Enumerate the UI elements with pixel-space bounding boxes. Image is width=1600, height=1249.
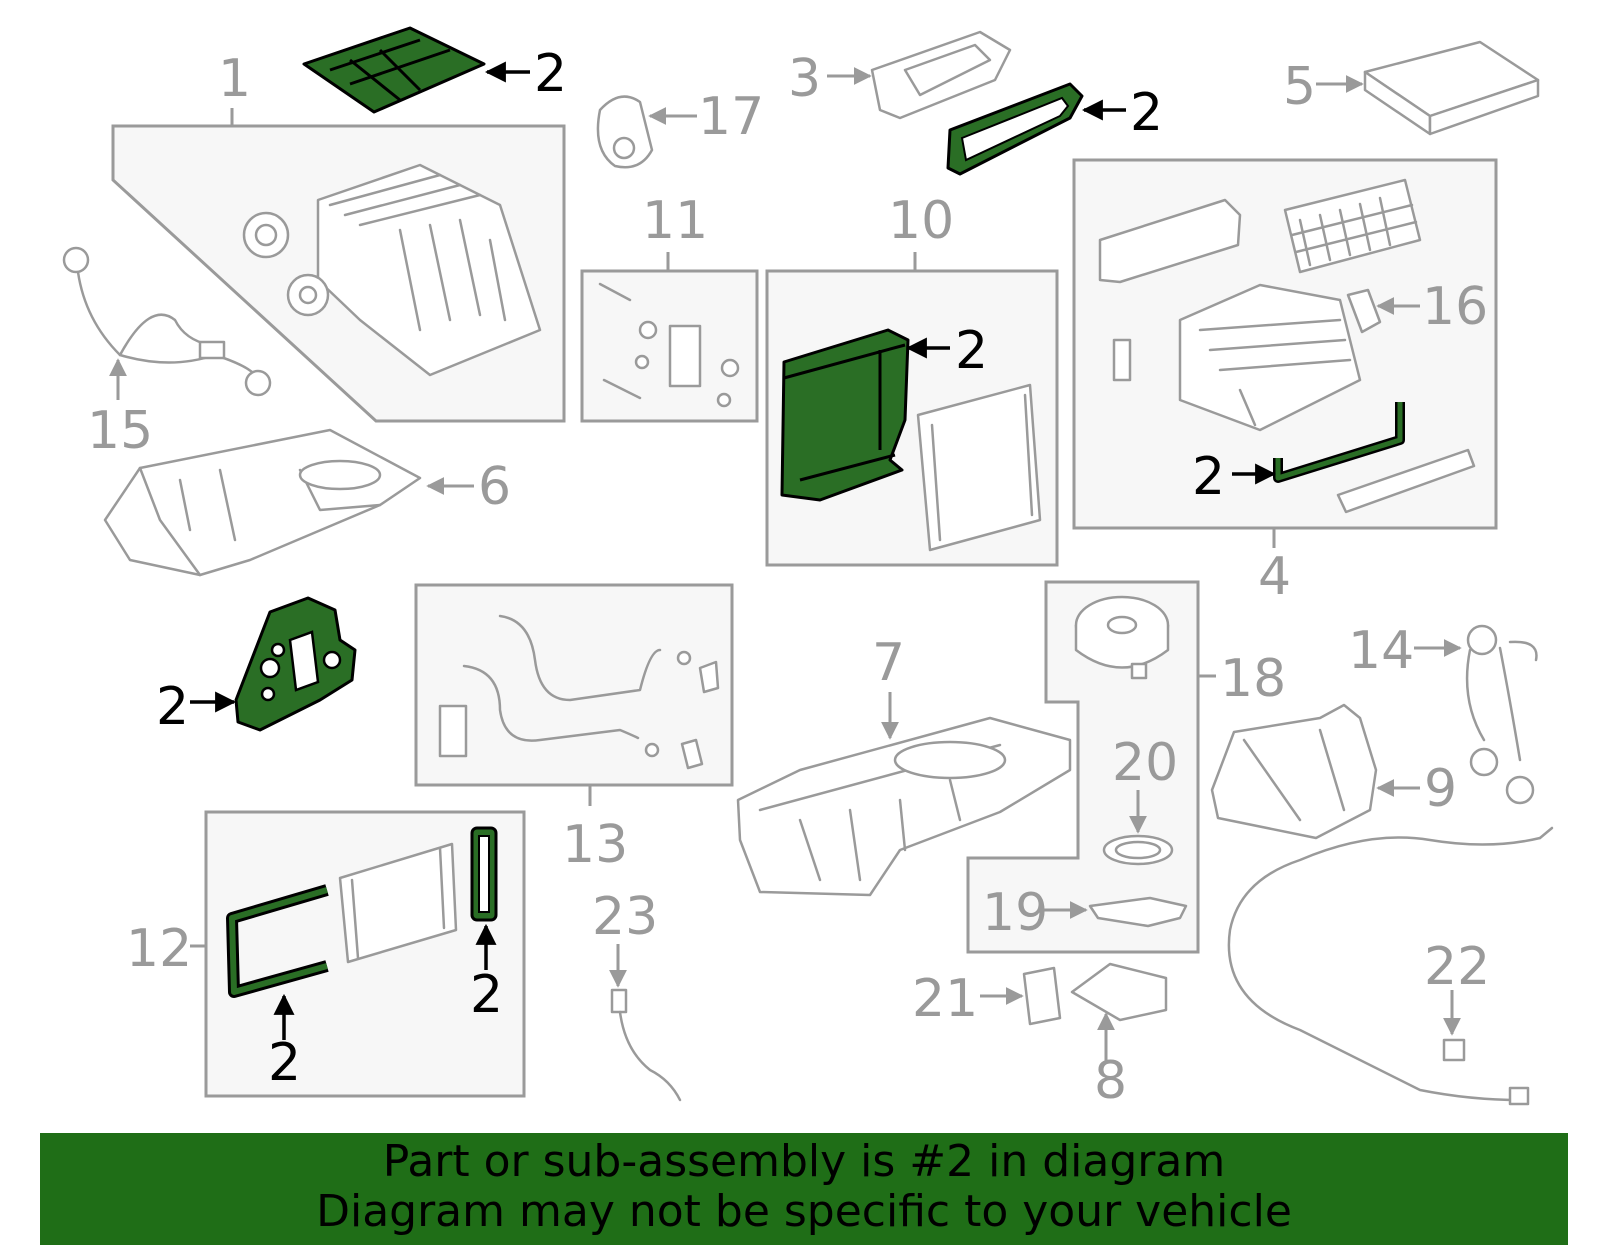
callout-9: 9 — [1424, 759, 1457, 819]
blower-case-parts — [1098, 178, 1476, 514]
part-23-hose — [610, 988, 682, 1102]
heater-core — [338, 842, 458, 964]
notice-banner: Part or sub-assembly is #2 in diagram Di… — [40, 1133, 1568, 1245]
part-14-harness — [1465, 624, 1538, 805]
part-2-blower-seal — [1273, 402, 1405, 483]
part-2-heater-core-seal-a — [226, 884, 329, 998]
callout-21: 21 — [912, 969, 978, 1029]
part-3-duct — [870, 30, 1012, 120]
blower-motor-parts — [1074, 595, 1188, 928]
callout-23: 23 — [592, 887, 658, 947]
callout-2-b: 2 — [1130, 83, 1163, 143]
callout-18: 18 — [1220, 649, 1286, 709]
callout-10: 10 — [888, 191, 954, 251]
callout-16: 16 — [1422, 277, 1488, 337]
ac-lines — [438, 614, 720, 770]
callout-3: 3 — [788, 49, 821, 109]
callout-4: 4 — [1258, 547, 1291, 607]
callout-20: 20 — [1112, 733, 1178, 793]
callout-2-d: 2 — [1192, 447, 1225, 507]
callout-2-e: 2 — [156, 677, 189, 737]
callout-2-g: 2 — [470, 965, 503, 1025]
callout-5: 5 — [1283, 57, 1316, 117]
callout-6: 6 — [478, 457, 511, 517]
callout-19: 19 — [982, 883, 1048, 943]
part-2-evaporator-seal — [780, 328, 910, 502]
callout-7: 7 — [872, 633, 905, 693]
callout-15: 15 — [87, 401, 153, 461]
callout-2-f: 2 — [268, 1033, 301, 1093]
part-17-actuator — [596, 95, 654, 169]
part-9-duct — [1210, 703, 1378, 840]
part-21-resistor — [1022, 966, 1062, 1026]
callout-2-a: 2 — [534, 44, 567, 104]
part-22-harness — [1227, 826, 1554, 1106]
part-6-lower-case — [103, 428, 422, 577]
callout-8: 8 — [1094, 1051, 1127, 1111]
part-2-heater-core-seal-b — [470, 826, 498, 922]
callout-12: 12 — [126, 919, 192, 979]
part-2-mode-door-seal — [234, 596, 357, 732]
banner-line-1: Part or sub-assembly is #2 in diagram — [382, 1136, 1226, 1187]
part-15-harness — [62, 246, 272, 397]
banner-line-2: Diagram may not be specific to your vehi… — [316, 1186, 1292, 1237]
callout-2-c: 2 — [955, 321, 988, 381]
hardware-parts — [598, 282, 740, 408]
callout-17: 17 — [698, 87, 764, 147]
callout-11: 11 — [642, 191, 708, 251]
part-5-filter — [1363, 40, 1540, 136]
group-box-13 — [414, 583, 734, 787]
callout-22: 22 — [1424, 937, 1490, 997]
part-2-top-filter — [302, 26, 486, 114]
callout-13: 13 — [562, 815, 628, 875]
part-7-lower-housing — [736, 716, 1072, 897]
part-2-duct-seal — [946, 82, 1084, 176]
evaporator-core — [916, 383, 1042, 552]
hvac-case-part — [242, 163, 542, 377]
callout-1: 1 — [218, 49, 251, 109]
part-8-bracket — [1070, 962, 1168, 1022]
callout-14: 14 — [1348, 621, 1414, 681]
